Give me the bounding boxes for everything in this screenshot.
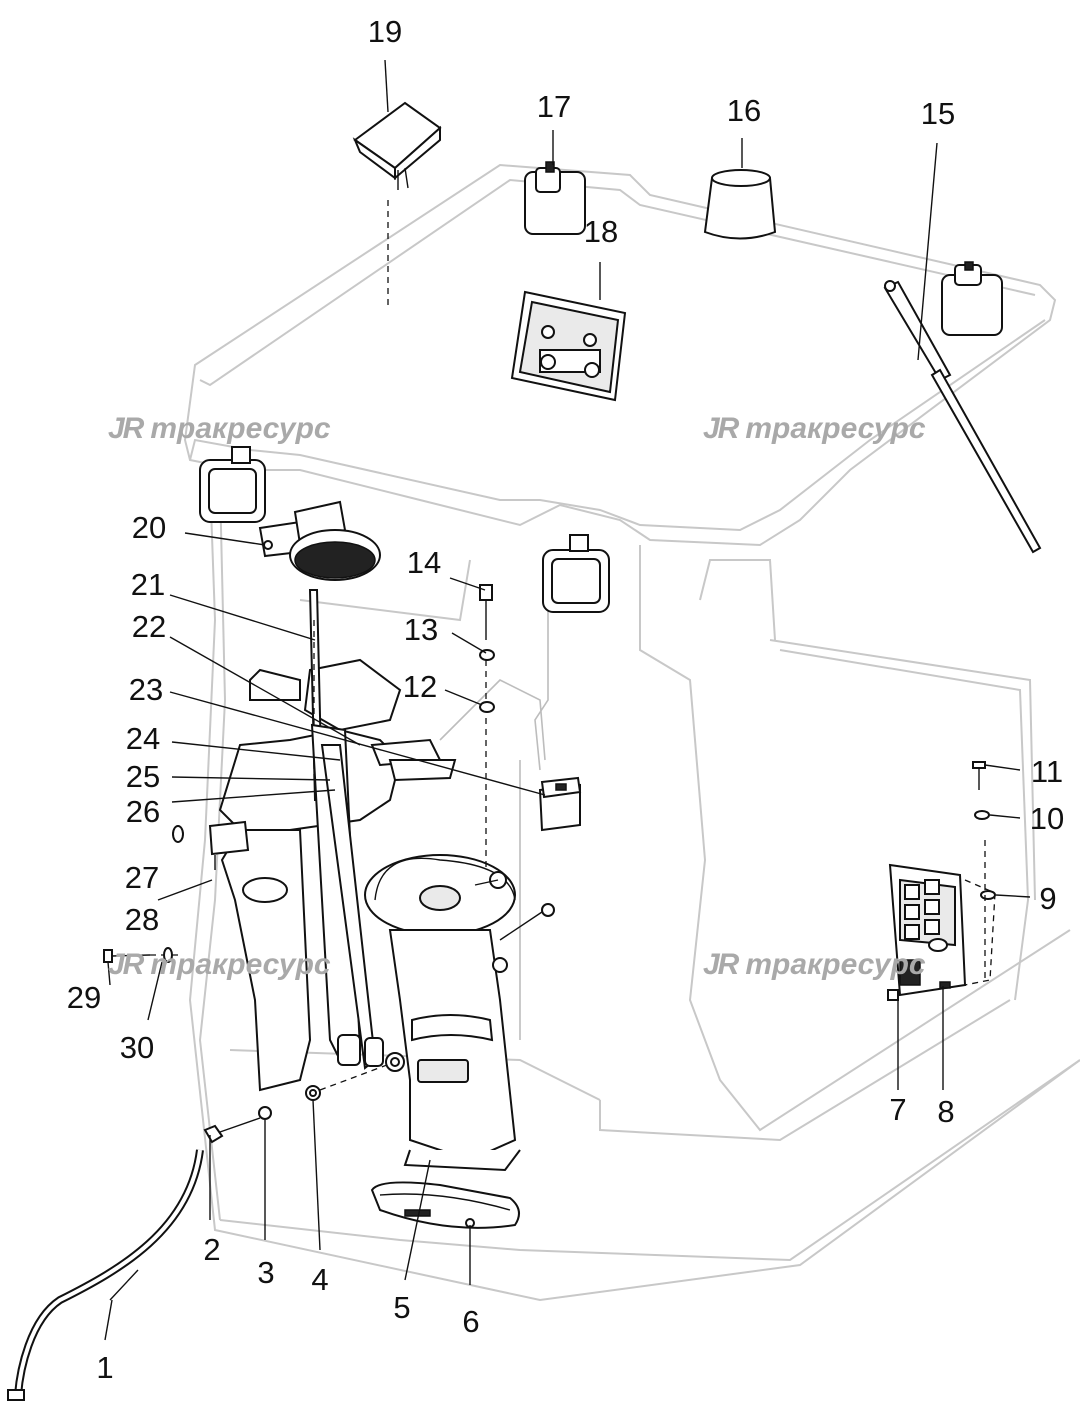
work-lamp-front-right <box>542 534 610 613</box>
part-28-bracket <box>208 820 250 870</box>
callout-28: 28 <box>125 902 159 937</box>
part-27-washer <box>172 825 184 843</box>
callout-25: 25 <box>126 759 160 794</box>
callout-19: 19 <box>368 14 402 49</box>
part-16-beacon <box>703 169 777 240</box>
callout-numbers: 1 2 3 4 5 6 7 8 9 10 11 12 13 14 15 16 1… <box>67 14 1064 1385</box>
callout-18: 18 <box>584 214 618 249</box>
part-15-wiper <box>883 280 1042 554</box>
steering-column <box>364 854 555 1172</box>
callout-20: 20 <box>132 510 166 545</box>
callout-15: 15 <box>921 96 955 131</box>
watermark-logo: JR <box>703 948 739 981</box>
work-lamp-rear <box>941 261 1003 336</box>
callout-17: 17 <box>537 89 571 124</box>
part-18-interior-lamp <box>510 290 627 402</box>
part-6-cover <box>370 1181 520 1229</box>
callout-14: 14 <box>407 545 441 580</box>
callout-2: 2 <box>203 1232 220 1267</box>
watermark-text: тракресурс <box>745 412 926 445</box>
watermark-logo: JR <box>108 412 144 445</box>
part-13-washer <box>479 649 495 661</box>
part-3-nut <box>258 1106 272 1120</box>
part-10-washer <box>974 810 990 820</box>
callout-22: 22 <box>132 609 166 644</box>
watermark-text: тракресурс <box>150 948 331 981</box>
part-29-bolt <box>103 949 180 963</box>
part-23-box <box>538 776 582 832</box>
callout-11: 11 <box>1031 754 1063 789</box>
part-30-washer <box>163 947 173 963</box>
part-5-gear <box>385 1052 405 1072</box>
callout-8: 8 <box>937 1094 954 1129</box>
watermark-text: тракресурс <box>745 948 926 981</box>
part-20-wiper-motor <box>258 500 381 581</box>
callout-16: 16 <box>727 93 761 128</box>
part-11-bolt <box>972 761 986 980</box>
watermark-text: тракресурс <box>150 412 331 445</box>
part-17-lamp <box>524 161 586 235</box>
callout-29: 29 <box>67 980 101 1015</box>
callout-30: 30 <box>120 1030 154 1065</box>
watermark-logo: JR <box>703 412 739 445</box>
callout-3: 3 <box>257 1255 274 1290</box>
callout-7: 7 <box>889 1092 906 1127</box>
callout-6: 6 <box>462 1304 479 1339</box>
callout-12: 12 <box>403 669 437 704</box>
part-2-nozzle <box>203 1117 261 1144</box>
part-14-bolt <box>479 584 493 870</box>
callout-5: 5 <box>393 1290 410 1325</box>
callout-23: 23 <box>129 672 163 707</box>
watermark-logo: JR <box>108 948 144 981</box>
part-9-washer <box>980 890 996 900</box>
part-4-washer <box>305 1061 396 1101</box>
part-19-module <box>352 101 442 305</box>
work-lamp-front-left <box>199 446 266 523</box>
callout-21: 21 <box>131 567 165 602</box>
callout-24: 24 <box>126 721 160 756</box>
callout-26: 26 <box>126 794 160 829</box>
leader-lines <box>104 59 1031 1341</box>
callout-13: 13 <box>404 612 438 647</box>
callout-27: 27 <box>125 860 159 895</box>
part-22-wiper-arm <box>310 723 384 1070</box>
callout-1: 1 <box>96 1350 113 1385</box>
part-1-hose <box>7 1149 204 1401</box>
callout-10: 10 <box>1030 801 1064 836</box>
part-7-8-relay-board <box>887 863 996 1001</box>
callout-9: 9 <box>1039 881 1056 916</box>
callout-4: 4 <box>311 1262 328 1297</box>
part-12-washer <box>479 701 495 713</box>
